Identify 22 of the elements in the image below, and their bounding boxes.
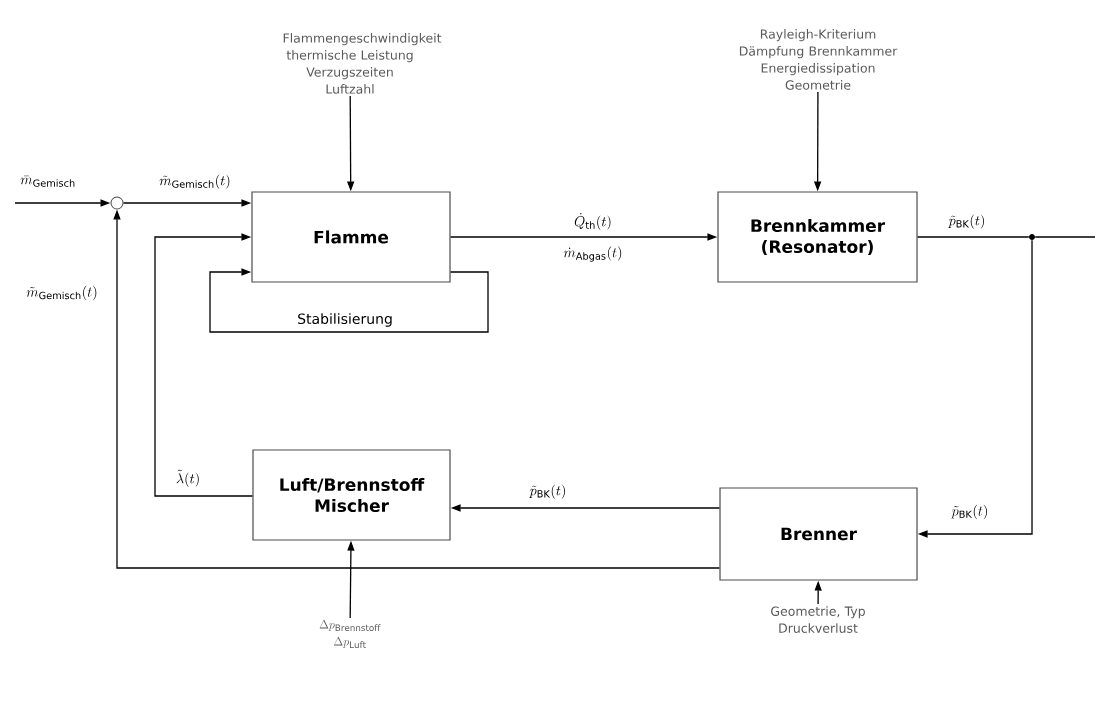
arrow xyxy=(154,233,254,497)
parameter-text: Rayleigh-Kriterium Dämpfung Brennkammer Energiedissipation Geometrie xyxy=(739,29,898,90)
parameter-text: Flammengeschwindigkeit thermische Leistung Verzugszeiten Luftzahl xyxy=(283,33,442,94)
signal-label: $\dot{m}_{\mathrm{Abgas}}(t)$ xyxy=(563,246,622,262)
process-box: Brennkammer (Resonator) xyxy=(717,191,918,283)
edge-label: $\dot{Q}_{\mathrm{th}}(t)$ xyxy=(574,213,611,230)
edge-label: $\tilde{\lambda}(t)$ xyxy=(176,469,199,487)
edge-label: Stabilisierung xyxy=(298,313,392,327)
edge-label: $\tilde{p}_{\mathrm{BK}}(t)$ xyxy=(948,214,984,229)
edge-label: $\tilde{p}_{\mathrm{BK}}(t)$ xyxy=(529,484,565,499)
edge-label: $\tilde{p}_{\mathrm{BK}}(t)$ xyxy=(951,504,987,520)
parameter-text: $\Delta p_{\mathrm{Brennstoff}}$ $\Delta p_{\mathrm{Luft}}$ xyxy=(319,619,381,649)
arrow xyxy=(209,268,489,333)
edge-label: $\bar{m}_{\mathrm{Gemisch}}$ xyxy=(20,175,75,187)
summing-junction xyxy=(110,196,124,210)
process-box: Brenner xyxy=(719,487,918,581)
process-box: Luft/Brennstoff Mischer xyxy=(252,449,451,541)
parameter-text: Geometrie, Typ Druckverlust xyxy=(771,606,865,633)
edge-label: $\tilde{m}_{\mathrm{Gemisch}}(t)$ xyxy=(159,174,230,189)
process-box: Flamme xyxy=(251,191,451,283)
branch-point xyxy=(1029,234,1035,240)
edge-label: $\tilde{m}_{\mathrm{Gemisch}}(t)$ xyxy=(26,285,97,301)
